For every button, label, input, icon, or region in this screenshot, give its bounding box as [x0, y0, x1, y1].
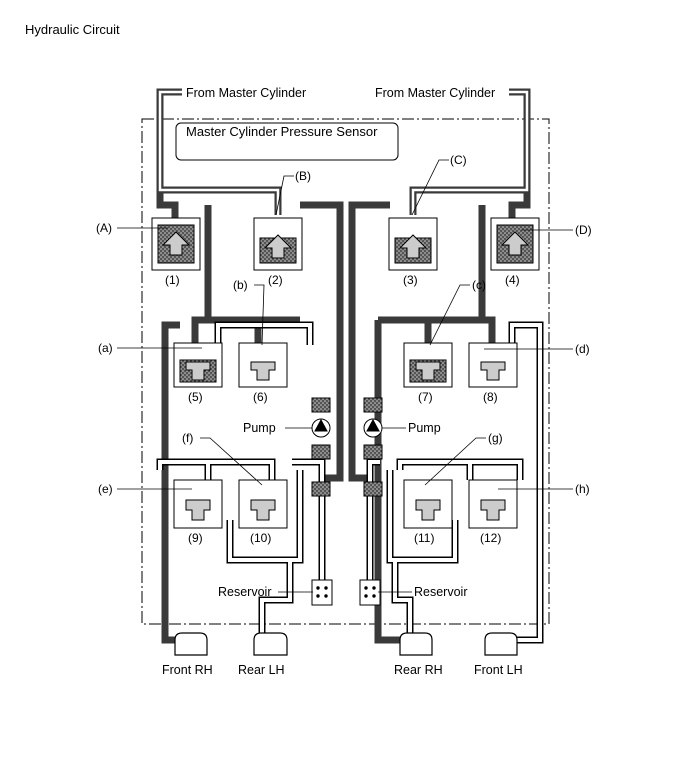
callout-D: (D) — [575, 223, 592, 237]
valve-12-label: (12) — [480, 531, 501, 545]
pressure-sensor-box — [175, 122, 399, 161]
leader-lines — [117, 159, 573, 593]
pump-right — [363, 397, 383, 497]
reservoir-right-label: Reservoir — [414, 585, 468, 599]
valve-11-label: (11) — [414, 531, 434, 545]
callout-f: (f) — [182, 431, 193, 445]
valve-6 — [238, 342, 288, 388]
page-title: Hydraulic Circuit — [25, 22, 120, 37]
wheel-front-lh-label: Front LH — [474, 663, 523, 677]
pump-left-label: Pump — [243, 421, 276, 435]
valve-9 — [173, 479, 223, 529]
callout-a: (a) — [98, 341, 113, 355]
solenoid-valves — [151, 217, 540, 529]
valve-1-label: (1) — [165, 273, 180, 287]
callout-d: (d) — [575, 342, 590, 356]
valve-2-label: (2) — [268, 273, 283, 287]
wheel-cylinders — [174, 632, 518, 656]
valve-8 — [468, 342, 518, 388]
valve-2 — [253, 217, 303, 271]
callout-C: (C) — [450, 153, 467, 167]
reservoir-left — [311, 579, 333, 606]
valve-12 — [468, 479, 518, 529]
callout-h: (h) — [575, 482, 590, 496]
actuator-boundary — [141, 118, 550, 625]
reservoir-right — [359, 579, 381, 606]
valve-9-label: (9) — [188, 531, 203, 545]
valve-8-label: (8) — [483, 390, 498, 404]
reservoir-left-label: Reservoir — [218, 585, 272, 599]
master-cylinder-right-label: From Master Cylinder — [375, 86, 495, 100]
valve-4 — [490, 217, 540, 271]
valve-10 — [238, 479, 288, 529]
callout-g: (g) — [488, 431, 503, 445]
valve-6-label: (6) — [253, 390, 268, 404]
valve-10-label: (10) — [250, 531, 271, 545]
valve-11 — [403, 479, 453, 529]
pressure-sensor-label: Master Cylinder Pressure Sensor — [186, 124, 378, 139]
valve-5 — [173, 342, 223, 388]
wheel-rear-lh-label: Rear LH — [238, 663, 285, 677]
wheel-front-rh-label: Front RH — [162, 663, 213, 677]
valve-3 — [388, 217, 438, 271]
callout-c: (c) — [472, 278, 486, 292]
pump-right-label: Pump — [408, 421, 441, 435]
valve-4-label: (4) — [505, 273, 520, 287]
pump-left — [311, 397, 331, 497]
callout-b: (b) — [233, 278, 248, 292]
valve-5-label: (5) — [188, 390, 203, 404]
callout-e: (e) — [98, 482, 113, 496]
valve-7 — [403, 342, 453, 388]
master-cylinder-left-label: From Master Cylinder — [186, 86, 306, 100]
callout-B: (B) — [295, 169, 311, 183]
wheel-rear-rh-label: Rear RH — [394, 663, 443, 677]
callout-A: (A) — [96, 221, 112, 235]
valve-7-label: (7) — [418, 390, 433, 404]
valve-3-label: (3) — [403, 273, 418, 287]
valve-1 — [151, 217, 201, 271]
